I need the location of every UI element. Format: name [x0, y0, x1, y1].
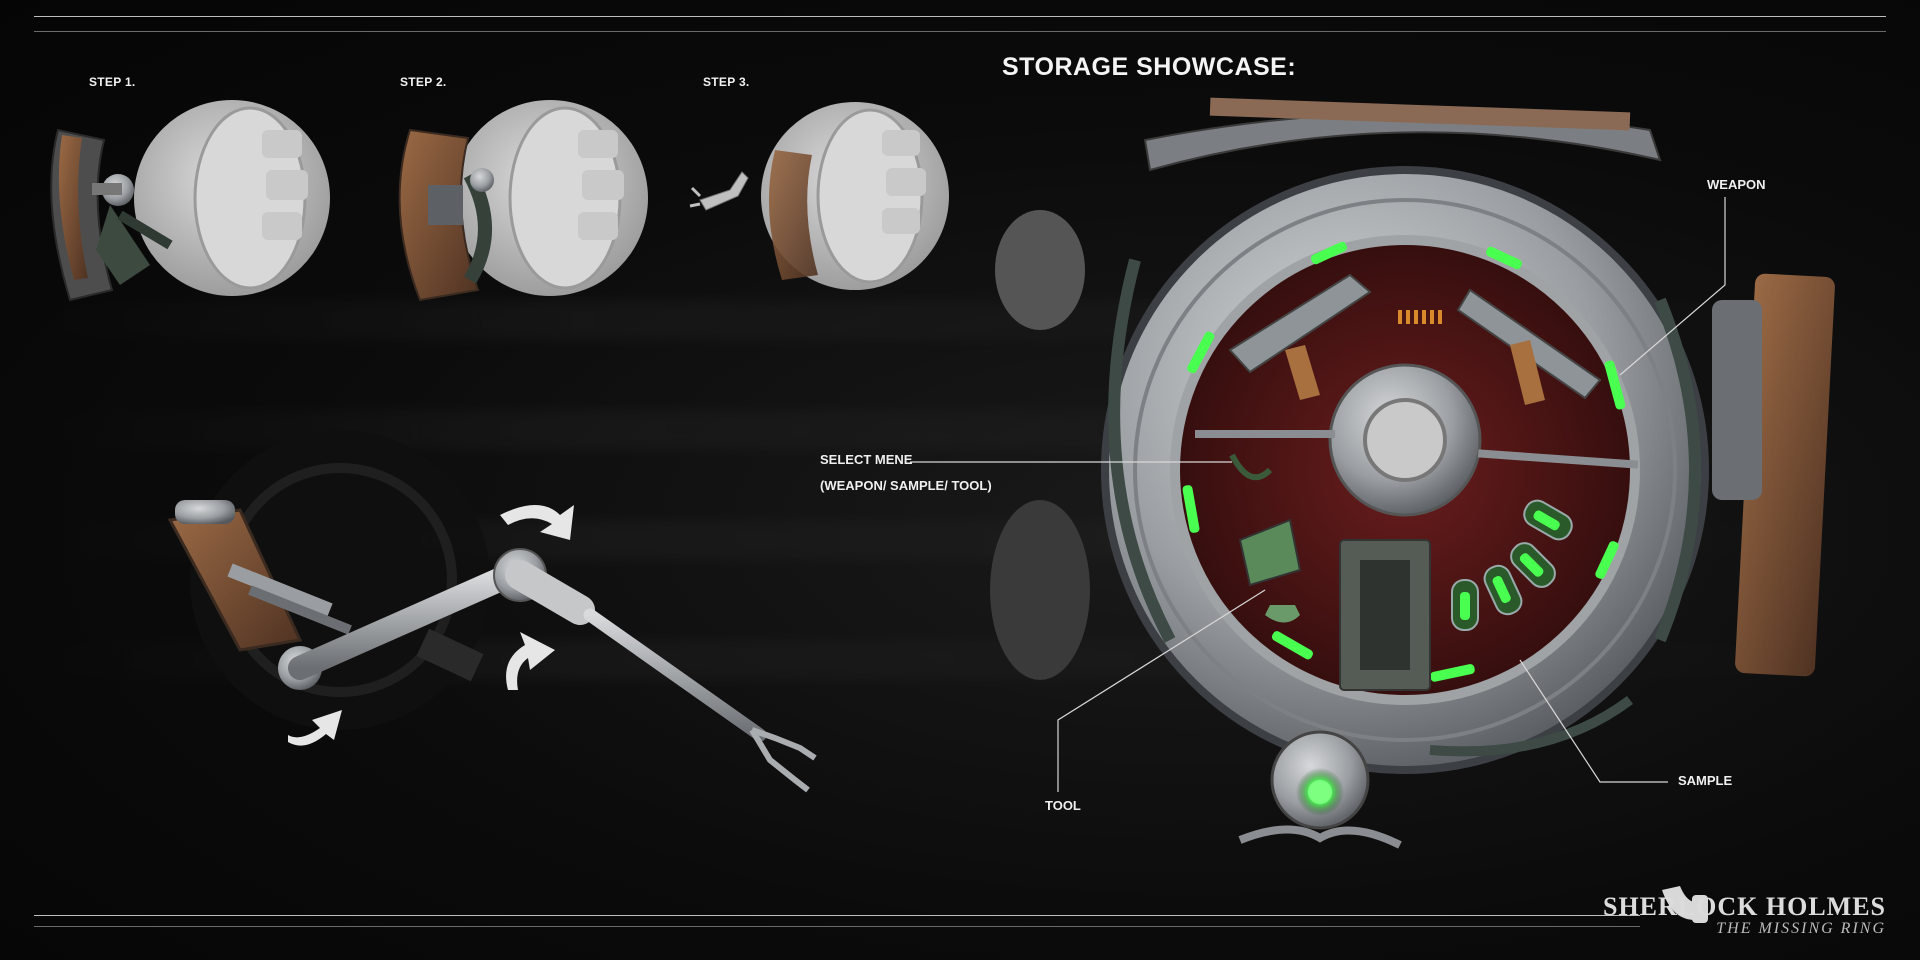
top-rule-secondary: [34, 31, 1886, 32]
game-logo: SHERLOCK HOLMES THE MISSING RING: [1603, 892, 1886, 938]
weapon-callout: WEAPON: [1707, 177, 1766, 192]
callout-lines: [910, 197, 1726, 792]
sample-callout: SAMPLE: [1678, 773, 1733, 788]
logo-title: SHERLOCK HOLMES: [1603, 892, 1886, 921]
bottom-rule-secondary: [34, 926, 1640, 927]
step-2-label: STEP 2.: [400, 75, 447, 89]
bottom-rule: [34, 915, 1640, 916]
select-menu-callout-options: (WEAPON/ SAMPLE/ TOOL): [820, 478, 992, 493]
arrow-curved-icon: [288, 710, 342, 746]
tool-callout: TOOL: [1045, 798, 1081, 813]
step-3-device: [689, 102, 949, 290]
logo-subtitle: THE MISSING RING: [1716, 920, 1886, 937]
top-rule: [34, 16, 1886, 17]
arrow-curved-icon: [506, 632, 555, 690]
step-2-device: [398, 100, 648, 302]
sample-leader-line: [1519, 659, 1668, 783]
tool-leader-line: [1057, 589, 1266, 792]
pipe-logo-icon: [1662, 886, 1708, 923]
storage-showcase-title: STORAGE SHOWCASE:: [1002, 53, 1297, 81]
step-3-label: STEP 3.: [703, 75, 750, 89]
step-1-device: [50, 100, 330, 302]
storage-sphere-icon: [990, 97, 1835, 849]
robot-arm-illustration: [167, 430, 817, 793]
step-1-label: STEP 1.: [89, 75, 136, 89]
weapon-leader-line: [1619, 197, 1726, 376]
select-menu-callout: SELECT MENE: [820, 452, 913, 467]
arrow-curved-icon: [500, 505, 574, 540]
